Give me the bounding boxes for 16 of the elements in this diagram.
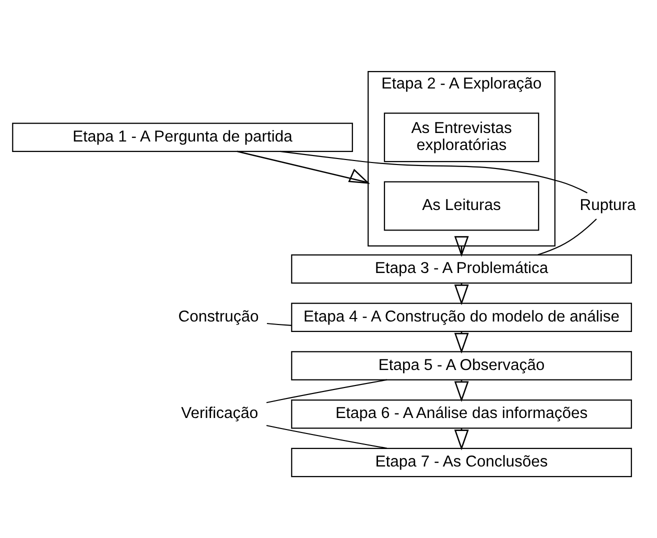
node-box: Etapa 1 - A Pergunta de partida	[12, 122, 353, 152]
arrow	[236, 150, 370, 184]
node-text: Ruptura	[580, 196, 636, 214]
node-text: Verificação	[181, 404, 258, 422]
connector	[266, 378, 388, 403]
node-box: Etapa 7 - As Conclusões	[291, 447, 632, 477]
node-text: Construção	[178, 308, 259, 325]
node-box: Etapa 5 - A Observação	[291, 350, 632, 380]
connector	[280, 150, 588, 193]
node-box: Etapa 4 - A Construção do modelo de análise	[291, 302, 632, 332]
node-box: As Entrevistas exploratórias	[384, 112, 540, 162]
node-box: Etapa 6 - A Análise das informações	[291, 398, 632, 428]
arrow	[454, 236, 469, 256]
node-box: As Leituras	[384, 180, 540, 230]
connector	[266, 322, 292, 326]
connector	[266, 424, 388, 448]
